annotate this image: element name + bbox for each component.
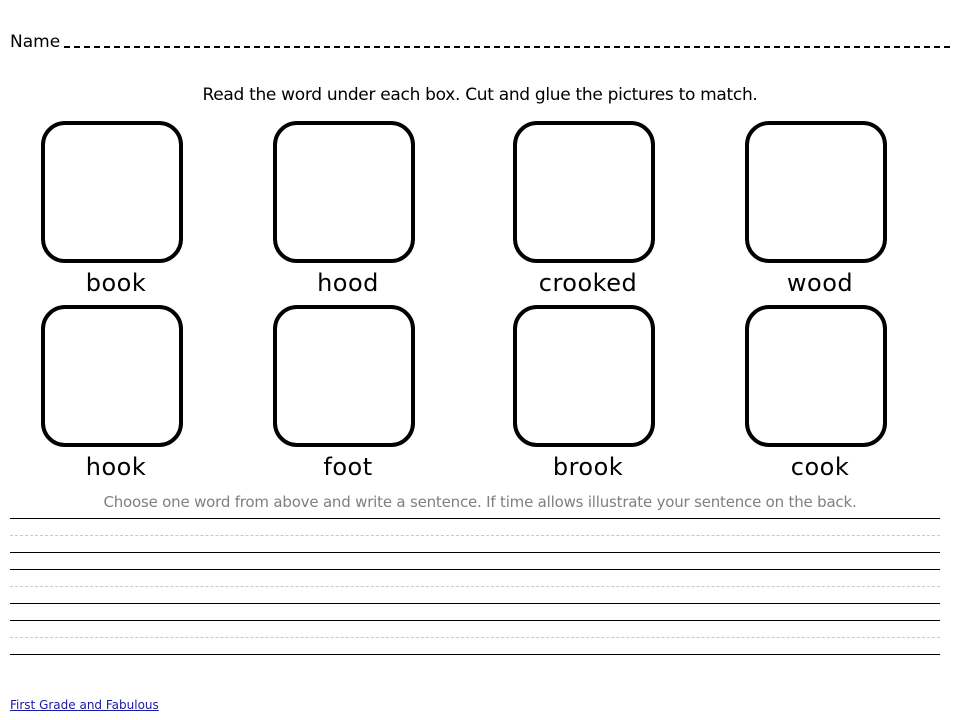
word-label: book: [85, 269, 147, 297]
word-label: hood: [317, 269, 379, 297]
name-row: Name: [10, 31, 950, 53]
word-label: brook: [552, 453, 624, 481]
name-label: Name: [10, 32, 61, 52]
picture-box-crooked[interactable]: [513, 121, 655, 263]
word-label: cook: [790, 453, 850, 481]
word-label: hook: [85, 453, 147, 481]
picture-box-book[interactable]: [41, 121, 183, 263]
word-label: crooked: [538, 269, 638, 297]
word-label: foot: [323, 453, 373, 481]
writing-line[interactable]: [10, 603, 940, 604]
writing-line[interactable]: [10, 552, 940, 553]
instructions: Read the word under each box. Cut and gl…: [202, 85, 758, 105]
picture-box-foot[interactable]: [273, 305, 415, 447]
writing-prompt: Choose one word from above and write a s…: [103, 493, 857, 511]
writing-line[interactable]: [10, 620, 940, 621]
writing-midline: [10, 637, 940, 638]
footer-credit-link[interactable]: First Grade and Fabulous: [10, 698, 159, 712]
writing-midline: [10, 535, 940, 536]
picture-box-cook[interactable]: [745, 305, 887, 447]
picture-box-hood[interactable]: [273, 121, 415, 263]
writing-line[interactable]: [10, 654, 940, 655]
picture-box-brook[interactable]: [513, 305, 655, 447]
writing-midline: [10, 586, 940, 587]
word-label: wood: [786, 269, 854, 297]
picture-box-hook[interactable]: [41, 305, 183, 447]
picture-box-wood[interactable]: [745, 121, 887, 263]
name-line[interactable]: [64, 33, 950, 48]
writing-line[interactable]: [10, 518, 940, 519]
writing-line[interactable]: [10, 569, 940, 570]
